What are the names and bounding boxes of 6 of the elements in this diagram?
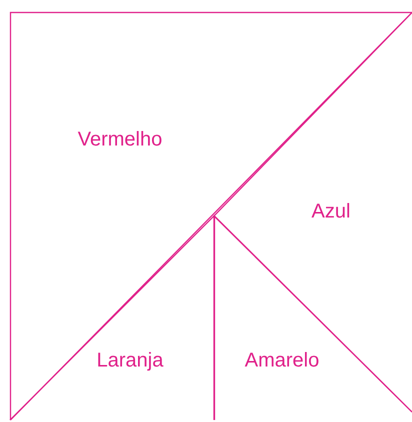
region-label: Azul <box>312 200 350 224</box>
triangle-region <box>10 216 215 420</box>
region-label: Vermelho <box>78 128 162 152</box>
triangle-region <box>10 12 412 420</box>
region-label: Laranja <box>96 350 164 372</box>
region-label: Amarelo <box>244 350 320 372</box>
